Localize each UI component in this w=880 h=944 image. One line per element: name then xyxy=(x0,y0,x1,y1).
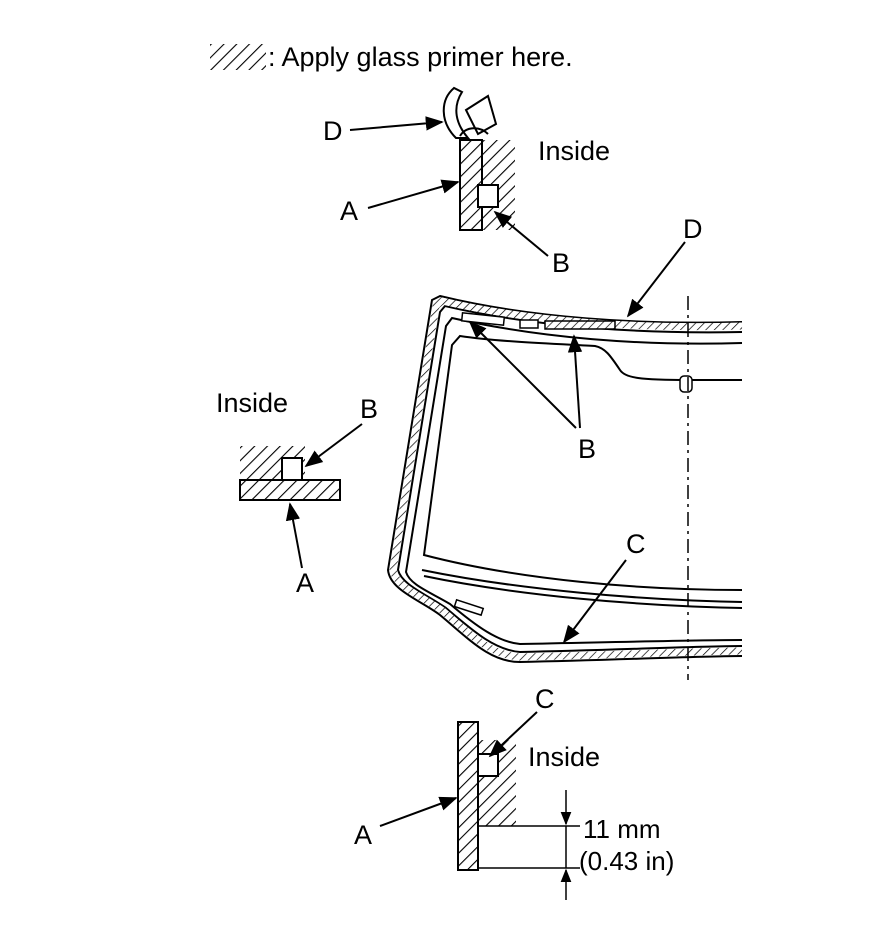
bottom-cross-section: C Inside A 11 mm (0.43 in) xyxy=(354,684,674,900)
windshield-view: D B C xyxy=(386,214,743,680)
adhesive-pad-2 xyxy=(519,319,539,329)
label-inside-top: Inside xyxy=(538,136,610,166)
adhesive-b-left xyxy=(281,457,303,481)
primer-band xyxy=(389,297,743,661)
label-c-main: C xyxy=(626,529,646,559)
legend-hatch-swatch xyxy=(210,44,266,70)
body-panel-bottom xyxy=(478,740,516,826)
label-inside-bottom: Inside xyxy=(528,742,600,772)
glass-section-bottom xyxy=(457,721,479,871)
adhesive-b xyxy=(477,184,499,208)
adhesive-pad-lower xyxy=(453,598,485,617)
visible-glass-area xyxy=(422,334,743,591)
glass-section-left xyxy=(239,479,341,501)
adhesive-pad-3 xyxy=(544,320,616,330)
label-b-main: B xyxy=(578,434,596,464)
label-b-left: B xyxy=(360,394,378,424)
dimension-imperial: (0.43 in) xyxy=(579,846,674,876)
dimension-metric: 11 mm xyxy=(583,814,661,844)
left-cross-section: Inside B A xyxy=(216,388,378,598)
label-d-main: D xyxy=(683,214,703,244)
label-a-bottom: A xyxy=(354,820,372,850)
adhesive-c-bottom xyxy=(477,753,499,777)
rain-sensor-mount xyxy=(679,375,693,393)
legend-text: : Apply glass primer here. xyxy=(268,42,573,72)
windshield-outer-edge xyxy=(386,294,743,664)
label-inside-left: Inside xyxy=(216,388,288,418)
legend: : Apply glass primer here. xyxy=(210,42,573,72)
label-b-top: B xyxy=(552,248,570,278)
label-a-left: A xyxy=(296,568,314,598)
label-d-top: D xyxy=(323,116,343,146)
label-c-bottom: C xyxy=(535,684,555,714)
top-cross-section: D Inside A B xyxy=(323,86,610,278)
label-a-top: A xyxy=(340,196,358,226)
molding-d xyxy=(442,86,471,139)
